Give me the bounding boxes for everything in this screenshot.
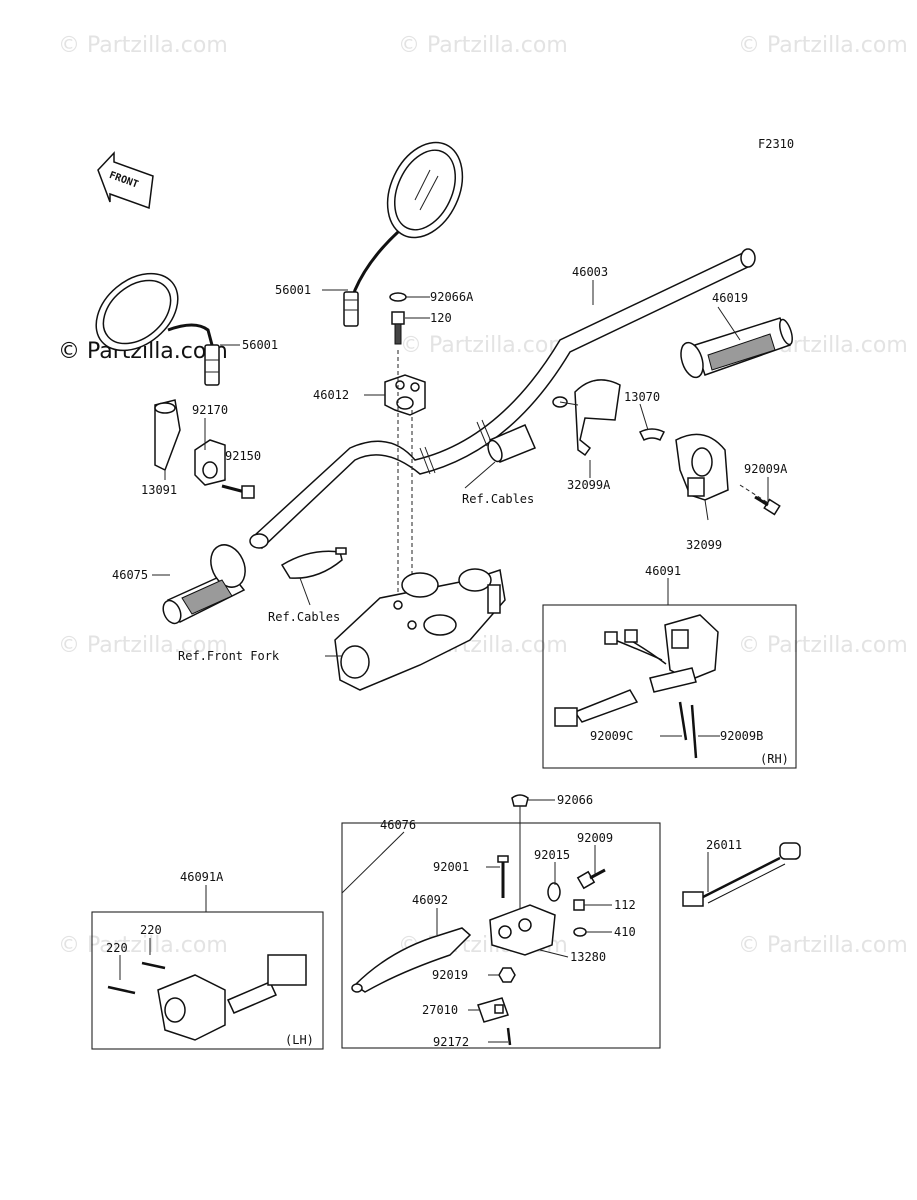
ref-cables-label: Ref.Cables — [268, 610, 340, 624]
lh-switch-box — [91, 911, 324, 1050]
callout-92009c: 92009C — [590, 729, 633, 743]
callout-120: 120 — [430, 311, 452, 325]
callout-410: 410 — [614, 925, 636, 939]
callout-46003: 46003 — [572, 265, 608, 279]
callout-92066: 92066 — [557, 793, 593, 807]
grip-right[interactable] — [677, 317, 795, 380]
mirror-right[interactable] — [343, 130, 477, 327]
callout-26011: 26011 — [706, 838, 742, 852]
watermark: © Partzilla.com — [738, 633, 908, 658]
callout-46076: 46076 — [380, 818, 416, 832]
callout-92172: 92172 — [433, 1035, 469, 1049]
callout-13070: 13070 — [624, 390, 660, 404]
callout-92009: 92009 — [577, 831, 613, 845]
callout-92019: 92019 — [432, 968, 468, 982]
callout-46091: 46091 — [645, 564, 681, 578]
cable-boot-2 — [280, 547, 347, 579]
callout-13091: 13091 — [141, 483, 177, 497]
callout-92150: 92150 — [225, 449, 261, 463]
clamp-13091[interactable] — [154, 399, 181, 472]
callout-46092: 46092 — [412, 893, 448, 907]
bolt-92150[interactable] — [221, 484, 255, 499]
switch-rh[interactable] — [554, 614, 719, 759]
ref-front-fork-label: Ref.Front Fork — [178, 649, 280, 663]
lh-label: (LH) — [285, 1033, 314, 1047]
callout-112: 112 — [614, 898, 636, 912]
watermark: © Partzilla.com — [58, 633, 228, 658]
front-arrow-icon: FRONT — [97, 151, 154, 210]
handlebar[interactable] — [249, 248, 756, 550]
callout-92066a: 92066A — [430, 290, 474, 304]
holder-92170[interactable] — [194, 439, 226, 486]
watermark: © Partzilla.com — [58, 933, 228, 958]
callout-46075: 46075 — [112, 568, 148, 582]
callout-92009b: 92009B — [720, 729, 763, 743]
handlebar-clamp-upper[interactable] — [384, 374, 426, 416]
callout-46091a: 46091A — [180, 870, 224, 884]
watermark: © Partzilla.com — [58, 33, 228, 58]
watermark: © Partzilla.com — [400, 333, 570, 358]
callout-32099a: 32099A — [567, 478, 611, 492]
screw-92009a[interactable] — [739, 484, 781, 516]
triple-clamp — [334, 568, 506, 691]
callout-32099: 32099 — [686, 538, 722, 552]
switch-lh[interactable] — [107, 954, 307, 1041]
figure-code: F2310 — [758, 137, 794, 151]
watermark: © Partzilla.com — [738, 933, 908, 958]
ref-labels: Ref.Cables Ref.Cables Ref.Front Fork (RH… — [178, 492, 789, 1047]
ref-cables-label: Ref.Cables — [462, 492, 534, 506]
throttle-housing-upper[interactable] — [552, 379, 621, 457]
watermark: © Partzilla.com — [738, 33, 908, 58]
washer-92066a[interactable] — [389, 292, 407, 302]
rh-label: (RH) — [760, 752, 789, 766]
callout-46012: 46012 — [313, 388, 349, 402]
callout-92009a: 92009A — [744, 462, 788, 476]
callouts: 56001 92066A 120 46003 46019 56001 46012… — [106, 265, 788, 1049]
callout-220: 220 — [140, 923, 162, 937]
callout-13280: 13280 — [570, 950, 606, 964]
callout-220: 220 — [106, 941, 128, 955]
callout-27010: 27010 — [422, 1003, 458, 1017]
cable-boot-1 — [487, 424, 536, 463]
callout-56001: 56001 — [242, 338, 278, 352]
watermark: © Partzilla.com — [398, 33, 568, 58]
lever-assembly[interactable] — [351, 794, 606, 1046]
callout-56001: 56001 — [275, 283, 311, 297]
bolt-120[interactable] — [391, 311, 405, 345]
rh-switch-box — [542, 604, 797, 769]
throttle-housing-lower[interactable] — [675, 433, 729, 501]
callout-46019: 46019 — [712, 291, 748, 305]
callout-92015: 92015 — [534, 848, 570, 862]
callout-92001: 92001 — [433, 860, 469, 874]
grip-left[interactable] — [160, 539, 252, 626]
assembly-lines — [397, 350, 413, 625]
plate-13070[interactable] — [638, 428, 666, 442]
callout-92170: 92170 — [192, 403, 228, 417]
cable-26011[interactable] — [682, 842, 801, 907]
lever-assembly-box — [341, 822, 661, 1049]
leader-lines — [119, 280, 769, 1043]
mirror-left[interactable] — [81, 258, 220, 386]
